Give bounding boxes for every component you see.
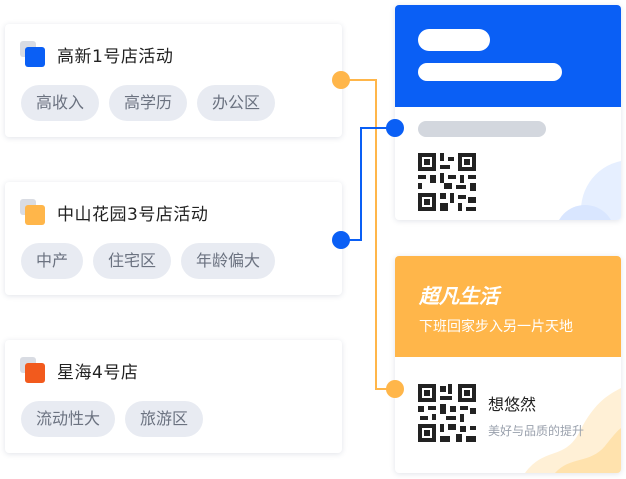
store-color-icon [20, 40, 45, 67]
store-card-1[interactable]: 高新1号店活动 高收入 高学历 办公区 [5, 24, 342, 137]
brand-subtitle: 下班回家步入另一片天地 [419, 319, 573, 335]
store-tag: 中产 [21, 243, 84, 279]
store-tag: 住宅区 [93, 243, 172, 279]
brand-title: 超凡生活 [419, 284, 499, 308]
connector-dot-blue-end [386, 119, 404, 137]
store-name: 中山花园3号店活动 [57, 205, 209, 225]
connector-dot-orange-end [386, 380, 404, 398]
store-name: 高新1号店活动 [57, 47, 174, 67]
store-name: 星海4号店 [57, 363, 139, 383]
store-color-swatch [25, 46, 45, 67]
decorative-bubbles [559, 161, 621, 220]
subtitle-placeholder-bar [418, 63, 562, 81]
text-placeholder-bar [418, 121, 546, 137]
store-tag: 办公区 [197, 85, 276, 121]
connector-dot-blue-start [332, 231, 350, 249]
store-tag: 高收入 [21, 85, 100, 121]
brand-card-header: 超凡生活 下班回家步入另一片天地 [395, 256, 621, 357]
store-tag: 高学历 [109, 85, 188, 121]
brand-slogan: 美好与品质的提升 [488, 424, 585, 438]
brand-card[interactable]: 超凡生活 下班回家步入另一片天地 想悠然 美好与品质的提升 [395, 256, 621, 473]
qr-code-icon [418, 384, 476, 442]
store-color-icon [20, 198, 45, 225]
qr-code-icon [418, 153, 476, 211]
store-tag: 年龄偏大 [181, 243, 276, 279]
store-tag: 流动性大 [21, 401, 116, 437]
connector-dot-orange-start [332, 71, 350, 89]
store-color-icon [20, 356, 45, 383]
decorative-waves [525, 388, 621, 473]
store-card-3[interactable]: 星海4号店 流动性大 旅游区 [5, 340, 342, 453]
connector-blue-line [341, 127, 395, 241]
connector-orange-line [341, 79, 395, 390]
promo-card-blue[interactable] [395, 5, 621, 220]
store-color-swatch [25, 362, 45, 383]
store-tag: 旅游区 [125, 401, 204, 437]
title-placeholder-bar [418, 29, 490, 51]
promo-card-header [395, 5, 621, 107]
store-color-swatch [25, 204, 45, 225]
brand-name: 想悠然 [488, 395, 537, 414]
store-card-2[interactable]: 中山花园3号店活动 中产 住宅区 年龄偏大 [5, 182, 342, 295]
